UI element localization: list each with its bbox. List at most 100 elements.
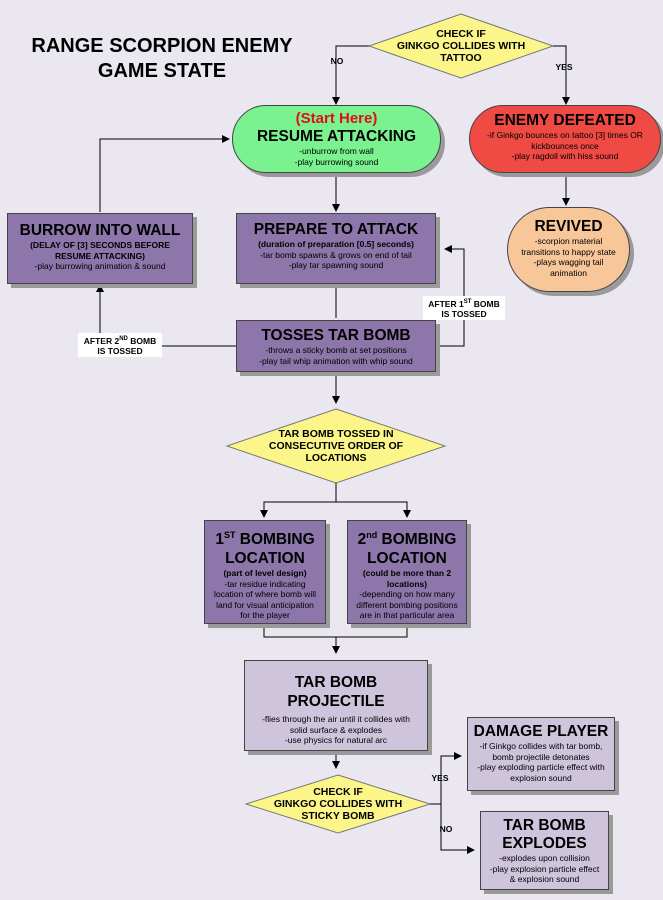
state-enemy-defeated-desc: -play ragdoll with hiss sound [511, 151, 619, 161]
state-prepare-to-attack: PREPARE TO ATTACK (duration of preparati… [236, 213, 436, 284]
state-tar-bomb-explodes-title: EXPLODES [502, 835, 587, 852]
state-enemy-defeated-desc: -if Ginkgo bounces on tattoo [3] times O… [487, 130, 643, 140]
state-burrow-into-wall-desc: -play burrowing animation & sound [34, 261, 166, 271]
state-tar-bomb-projectile-desc: solid surface & explodes [289, 724, 383, 735]
state-tosses-tar-bomb-title: TOSSES TAR BOMB [261, 327, 411, 344]
decision-check-sticky-bomb-line2: GINKGO COLLIDES WITH [273, 798, 403, 810]
state-damage-player-desc: -play exploding particle effect with [477, 762, 605, 772]
state-tar-bomb-projectile-desc: -flies through the air until it collides… [262, 714, 410, 724]
decision-check-tattoo: CHECK IF GINKGO COLLIDES WITH TATTOO [391, 22, 531, 70]
location-title-text: BOMBING [377, 531, 457, 549]
decision-bomb-order-line1: TAR BOMB TOSSED IN [278, 428, 394, 440]
state-first-bombing-location-note: (part of level design) [223, 568, 307, 579]
state-prepare-to-attack-desc: -play tar spawning sound [288, 260, 384, 270]
state-second-bombing-location-note: (could be more than 2 [362, 568, 452, 579]
state-tar-bomb-explodes: TAR BOMB EXPLODES -explodes upon collisi… [480, 811, 609, 890]
state-burrow-into-wall: BURROW INTO WALL (DELAY OF [3] SECONDS B… [7, 213, 193, 284]
state-revived-title: REVIVED [534, 218, 603, 235]
state-resume-attacking-desc: -unburrow from wall [299, 146, 374, 156]
label-after-second-bomb-text: IS TOSSED [97, 345, 143, 356]
label-after-second-bomb-sup: ND [119, 336, 128, 342]
location-number: 2 [357, 531, 367, 549]
state-first-bombing-location-desc: location of where bomb will [213, 589, 317, 600]
state-revived-desc: -scorpion material [534, 236, 603, 246]
state-enemy-defeated: ENEMY DEFEATED -if Ginkgo bounces on tat… [469, 105, 661, 173]
state-burrow-into-wall-title: BURROW INTO WALL [19, 222, 181, 239]
state-burrow-into-wall-delay: (DELAY OF [3] SECONDS BEFORE [30, 240, 170, 250]
state-prepare-to-attack-duration: (duration of preparation [0.5] seconds) [258, 239, 414, 249]
location-number-suffix: nd [366, 530, 378, 540]
location-number: 1 [215, 531, 224, 549]
label-after-first-bomb-text: BOMB [471, 298, 500, 309]
state-damage-player-title: DAMAGE PLAYER [473, 723, 609, 740]
state-enemy-defeated-desc: kickbounces once [531, 140, 599, 151]
state-prepare-to-attack-desc: -tar bomb spawns & grows on end of tail [260, 249, 412, 260]
decision-check-tattoo-line1: CHECK IF [436, 28, 486, 40]
state-tar-bomb-projectile-title: PROJECTILE [287, 693, 385, 710]
label-after-first-bomb: AFTER 1ST BOMB IS TOSSED [423, 296, 505, 320]
state-prepare-to-attack-title: PREPARE TO ATTACK [253, 221, 419, 238]
label-after-first-bomb-text: IS TOSSED [441, 308, 487, 319]
state-tar-bomb-explodes-desc: -explodes upon collision [499, 853, 590, 863]
state-tar-bomb-projectile-title: TAR BOMB [294, 674, 378, 691]
location-title-text: LOCATION [225, 550, 305, 568]
state-second-bombing-location-title: 2nd BOMBING [353, 526, 461, 549]
decision-check-sticky-bomb-line3: STICKY BOMB [301, 810, 375, 822]
label-no-top: NO [330, 56, 344, 66]
start-here-label: (Start Here) [295, 110, 378, 127]
label-after-second-bomb: AFTER 2ND BOMB IS TOSSED [78, 333, 162, 357]
state-resume-attacking-title: RESUME ATTACKING [256, 128, 416, 145]
state-revived-desc: animation [550, 267, 587, 278]
diagram-title: RANGE SCORPION ENEMY GAME STATE [12, 34, 312, 84]
state-burrow-into-wall-delay: RESUME ATTACKING) [54, 250, 146, 261]
diagram-title-line1: RANGE SCORPION ENEMY [31, 35, 293, 57]
state-first-bombing-location-desc: -tar residue indicating [224, 578, 306, 589]
decision-check-sticky-bomb-line1: CHECK IF [313, 786, 363, 798]
label-yes-top: YES [555, 62, 573, 72]
decision-bomb-order-line2: CONSECUTIVE ORDER OF [268, 440, 404, 452]
label-yes-bottom: YES [431, 773, 449, 783]
state-enemy-defeated-title: ENEMY DEFEATED [494, 112, 636, 129]
state-revived-desc: -plays wagging tail [533, 257, 604, 267]
label-no-bottom: NO [439, 824, 453, 834]
state-tosses-tar-bomb-desc: -throws a sticky bomb at set positions [265, 345, 407, 355]
label-after-second-bomb-text: AFTER 2 [83, 335, 120, 346]
state-second-bombing-location: 2nd BOMBING LOCATION (could be more than… [347, 520, 467, 624]
location-title-text: BOMBING [235, 531, 315, 549]
state-revived-desc: transitions to happy state [521, 246, 616, 257]
state-first-bombing-location-desc: for the player [240, 610, 290, 621]
location-title-text: LOCATION [367, 550, 447, 568]
label-after-first-bomb-text: AFTER 1 [428, 298, 464, 309]
state-second-bombing-location-desc: different bombing positions [356, 599, 458, 610]
decision-diamond-sticky-bomb [244, 774, 432, 834]
state-damage-player-desc: -if Ginkgo collides with tar bomb, [479, 741, 603, 751]
state-revived: REVIVED -scorpion material transitions t… [507, 207, 630, 292]
state-first-bombing-location-title: 1ST BOMBING [210, 526, 320, 549]
diagram-title-line2: GAME STATE [97, 60, 227, 82]
state-tar-bomb-projectile: TAR BOMB PROJECTILE -flies through the a… [244, 660, 428, 751]
state-tosses-tar-bomb: TOSSES TAR BOMB -throws a sticky bomb at… [236, 320, 436, 372]
decision-diamond-tattoo [367, 13, 555, 79]
state-second-bombing-location-desc: are in that particular area [359, 610, 455, 621]
state-first-bombing-location-desc: land for visual anticipation [216, 599, 314, 610]
state-resume-attacking-desc: -play burrowing sound [294, 156, 379, 167]
decision-check-tattoo-line3: TATTOO [440, 52, 482, 64]
state-tosses-tar-bomb-desc: -play tail whip animation with whip soun… [259, 355, 413, 366]
decision-check-sticky-bomb: CHECK IF GINKGO COLLIDES WITH STICKY BOM… [266, 782, 410, 826]
state-tar-bomb-projectile-desc: -use physics for natural arc [284, 735, 388, 745]
label-after-first-bomb-sup: ST [463, 299, 472, 305]
location-number-suffix: ST [223, 530, 236, 540]
state-damage-player: DAMAGE PLAYER -if Ginkgo collides with t… [467, 717, 615, 791]
state-damage-player-desc: bomb projectile detonates [492, 751, 590, 762]
state-tar-bomb-explodes-desc: -play explosion particle effect [489, 863, 600, 874]
state-second-bombing-location-desc: -depending on how many [359, 589, 455, 600]
decision-bomb-order-line3: LOCATIONS [305, 452, 367, 464]
decision-check-tattoo-line2: GINKGO COLLIDES WITH [396, 40, 526, 52]
label-after-second-bomb-text: BOMB [127, 335, 157, 346]
state-first-bombing-location: 1ST BOMBING LOCATION (part of level desi… [204, 520, 326, 624]
state-second-bombing-location-note: locations) [386, 578, 428, 589]
state-tar-bomb-explodes-desc: & explosion sound [509, 874, 580, 884]
state-damage-player-desc: explosion sound [510, 772, 572, 783]
state-resume-attacking: (Start Here) RESUME ATTACKING -unburrow … [232, 105, 441, 173]
